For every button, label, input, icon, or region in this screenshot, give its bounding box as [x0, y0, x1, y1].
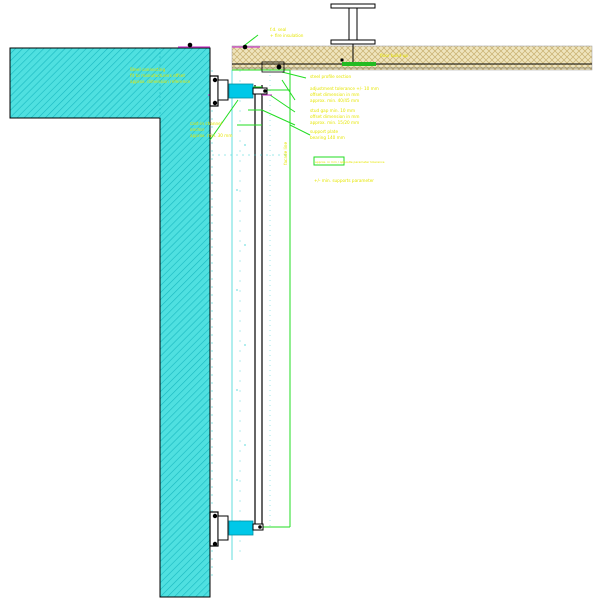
label-top-2: + fire insulation	[270, 33, 304, 38]
label-right-1: steel profile section	[310, 74, 351, 79]
label-vertical: facade line	[283, 142, 288, 165]
label-right-2b: offset dimension in mm	[310, 92, 360, 97]
slab-insulation	[231, 45, 593, 71]
label-center-spec: approx. in mm / opposite parameter toler…	[315, 160, 385, 164]
label-right-2a: adjustment tolerance +/- 10 mm	[310, 86, 379, 91]
bracket-icon-top	[209, 61, 285, 107]
label-slab: floor build-up	[380, 53, 408, 58]
bracket-icon-bottom	[209, 511, 264, 547]
i-beam-icon	[330, 3, 376, 62]
label-right-4a: support plate	[310, 129, 338, 134]
slab-green-strip	[342, 62, 376, 66]
concrete-structure	[9, 47, 211, 598]
label-lower-left-2: anchor	[190, 127, 205, 132]
concrete-l-shape	[9, 47, 211, 598]
floor-slab	[231, 45, 593, 71]
label-left-1: Steel connecting	[130, 67, 165, 72]
label-left-2: fit to manufacturers offset	[130, 73, 185, 78]
label-right-3c: approx. min. 15/20 mm	[310, 120, 359, 125]
annotation-text: f.d. seal + fire insulation Steel connec…	[130, 27, 408, 183]
facade-ticks	[236, 144, 246, 481]
label-lower-left-1: cast-in channel	[190, 121, 222, 126]
label-right-3a: stud gap min. 10 mm	[310, 108, 355, 113]
label-far-right: +/- min. supports parameter	[314, 178, 374, 183]
label-right-4b: bearing 140 mm	[310, 135, 345, 140]
label-right-3b: offset dimension in mm	[310, 114, 360, 119]
spec-box	[313, 156, 345, 166]
label-left-3: approx. dimension reference	[130, 79, 191, 84]
label-right-2c: approx. min. 40/45 mm	[310, 98, 359, 103]
label-lower-left-3: approx. min. 30 mm	[190, 133, 232, 138]
anchor-bolt-icon	[187, 42, 344, 62]
label-top-1: f.d. seal	[270, 27, 286, 32]
facade-frame	[211, 69, 290, 580]
